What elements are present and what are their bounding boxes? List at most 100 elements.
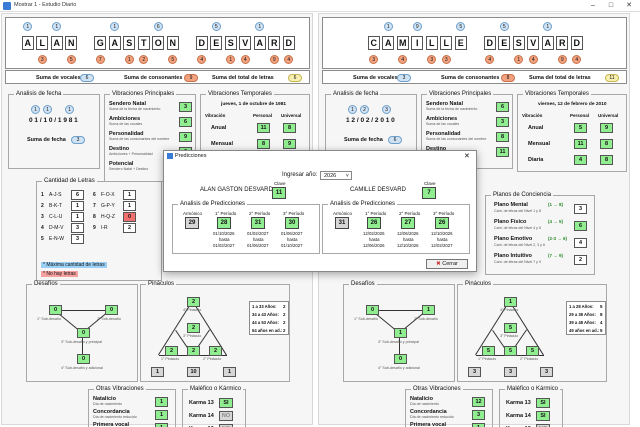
desafio-1-label: 1° Sub-desafío bbox=[354, 317, 378, 321]
age-pinaculo: 5 bbox=[600, 304, 603, 309]
vt-personal: 5 bbox=[574, 123, 587, 133]
karma-name: Karma 13 bbox=[506, 400, 531, 406]
total-sum-label: Suma del total de letras bbox=[212, 75, 274, 81]
letter-box: R bbox=[556, 36, 569, 50]
vowel-value: 1 bbox=[255, 22, 265, 31]
desafio-2-label: 2° Sub-desafío bbox=[97, 317, 121, 321]
vt-row-name: Mensual bbox=[528, 141, 551, 147]
vp-item-name: Sendero Natal bbox=[109, 101, 146, 107]
period-hasta: hasta bbox=[253, 237, 264, 242]
cl-level: 5 bbox=[41, 236, 44, 242]
ov-item-name: Primera vocal bbox=[93, 422, 130, 427]
pc-item-name: Plano Mental bbox=[494, 202, 528, 208]
pinaculo-1-value: 2 bbox=[165, 346, 178, 356]
pinaculo-3-label: 3° Pináculo bbox=[500, 334, 519, 338]
consonant-value: 4 bbox=[485, 55, 495, 64]
karma-value: SI bbox=[219, 398, 233, 408]
year-combobox[interactable]: 2026˅ bbox=[320, 171, 352, 180]
consonants-sum-label: Suma de consonantes bbox=[441, 75, 500, 81]
cl-letters: E-N-W bbox=[49, 236, 64, 242]
pc-item-desc: Cant. de letras del Nivel 4 y 5 bbox=[494, 226, 541, 230]
vt-personal: 11 bbox=[257, 123, 270, 133]
desafio-4-value: 0 bbox=[394, 354, 407, 364]
consonant-value: 3 bbox=[369, 55, 379, 64]
letter-box: E bbox=[454, 36, 467, 50]
vp-item-name: Sendero Natal bbox=[426, 101, 463, 107]
ov-item-name: Natalicio bbox=[410, 396, 433, 402]
vt-group-title: Vibraciones Temporales bbox=[523, 91, 591, 97]
period-value: 31 bbox=[251, 217, 265, 229]
maximize-icon[interactable]: □ bbox=[608, 2, 614, 9]
period-title: 3° Período bbox=[433, 211, 455, 216]
consonant-value: 2 bbox=[139, 55, 149, 64]
dialog-close-icon[interactable]: ✕ bbox=[464, 153, 470, 160]
letter-box: D bbox=[570, 36, 583, 50]
pinaculos-group-title: Pináculos bbox=[463, 281, 494, 287]
pinaculo-base-1: 1 bbox=[151, 367, 164, 377]
vp-item-name: Ambiciones bbox=[426, 116, 458, 122]
cl-count: 3 bbox=[71, 234, 84, 244]
cl-level: 9 bbox=[93, 225, 96, 231]
period-hasta: hasta bbox=[219, 237, 230, 242]
cl-count: 1 bbox=[71, 212, 84, 222]
cl-level: 2 bbox=[41, 203, 44, 209]
vt-h3: Universal bbox=[598, 113, 619, 118]
period-hasta: hasta bbox=[437, 237, 448, 242]
consonant-value: 9 bbox=[557, 55, 567, 64]
consonant-value: 4 bbox=[284, 55, 294, 64]
consonant-value: 1 bbox=[124, 55, 134, 64]
cl-group-title: Cantidad de Letras bbox=[42, 178, 97, 184]
predict-person-name: ALAN GASTON DESVARD bbox=[200, 187, 273, 193]
desafio-1-value: 0 bbox=[366, 305, 379, 315]
age-pinaculo: 2 bbox=[283, 328, 286, 333]
letter-box: D bbox=[483, 36, 496, 50]
vt-universal: 9 bbox=[600, 123, 613, 133]
pc-item-desc: Cant. de letras del Nivel 7 y 9 bbox=[494, 260, 541, 264]
mk-group-title: Maléfico o Kármico bbox=[188, 386, 244, 392]
consonant-value: 3 bbox=[441, 55, 451, 64]
letter-box: L bbox=[425, 36, 438, 50]
period-title: 2° Período bbox=[249, 211, 271, 216]
period-start: 01/10/2026 bbox=[213, 231, 235, 236]
pinaculo-1-label: 1° Pináculo bbox=[478, 357, 497, 361]
period-end: 01/10/2027 bbox=[281, 243, 303, 248]
age-range: 34 a 43 Años: bbox=[252, 312, 279, 317]
period-title: 1° Período bbox=[215, 211, 237, 216]
cl-letters: F-O-X bbox=[101, 192, 115, 198]
cl-letters: C-L-U bbox=[49, 214, 63, 220]
pc-item-formula: (2-3 → 6) bbox=[548, 236, 568, 241]
letter-box: T bbox=[137, 36, 150, 50]
pc-item-value: 6 bbox=[574, 221, 587, 231]
consonant-value: 4 bbox=[398, 55, 408, 64]
letter-box: S bbox=[512, 36, 525, 50]
vp-item-name: Personalidad bbox=[109, 131, 144, 137]
letter-box: G bbox=[94, 36, 107, 50]
vt-group-title: Vibraciones Temporales bbox=[206, 91, 274, 97]
vp-item-value: 9 bbox=[179, 132, 192, 142]
cl-count: 2 bbox=[123, 223, 136, 233]
desafio-3-label: 3° Sub-desafío y principal bbox=[378, 340, 419, 344]
vp-item-desc: Suma de la fecha de nacimiento bbox=[426, 107, 478, 111]
pinaculo-4-label: 4° Pináculo bbox=[500, 308, 519, 312]
desafio-4-label: 4° Sub-desafío y adicional bbox=[61, 366, 103, 370]
period-value: 27 bbox=[401, 217, 415, 229]
letter-box: I bbox=[411, 36, 424, 50]
total-sum-label: Suma del total de letras bbox=[529, 75, 591, 81]
total-sum-value: 6 bbox=[288, 74, 302, 82]
pinaculos-group-title: Pináculos bbox=[146, 281, 177, 287]
letter-box: R bbox=[268, 36, 281, 50]
close-window-icon[interactable]: ✕ bbox=[626, 2, 632, 9]
pc-item-desc: Cant. de letras del Nivel 1 y 8 bbox=[494, 209, 541, 213]
mk-group-title: Maléfico o Kármico bbox=[505, 386, 561, 392]
period-hasta: hasta bbox=[287, 237, 298, 242]
age-range: 1 a 33 Años: bbox=[252, 304, 277, 309]
minimize-icon[interactable]: – bbox=[591, 2, 595, 9]
pinaculo-base-2: 10 bbox=[187, 367, 200, 377]
vowel-value: 9 bbox=[412, 22, 422, 31]
pc-item-name: Plano Intuitivo bbox=[494, 253, 532, 259]
period-end: 01/02/2027 bbox=[213, 243, 235, 248]
letter-box: A bbox=[253, 36, 266, 50]
cerrar-button[interactable]: ✖ Cerrar bbox=[426, 259, 468, 269]
vt-row-name: Diaria bbox=[528, 157, 544, 163]
